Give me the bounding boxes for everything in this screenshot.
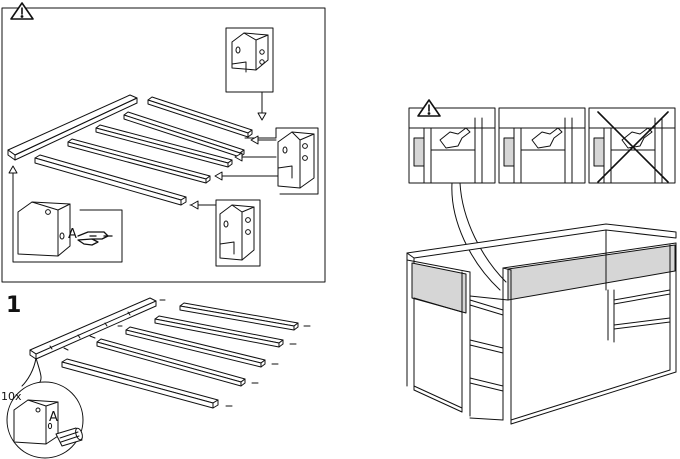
step-number: 1 [6, 293, 22, 318]
arrow-down [257, 91, 267, 121]
warning-frame [1, 7, 326, 283]
slat-2 [123, 111, 245, 158]
step1-slat-4 [96, 338, 259, 387]
comparison-panel-1 [408, 107, 496, 184]
step1-slat-5 [61, 358, 233, 409]
arrows-left [214, 135, 279, 181]
pointing-hand-icon [77, 231, 113, 246]
quantity-label: 10x [1, 390, 22, 403]
comparison-panel-3 [588, 107, 676, 184]
slat-5 [34, 154, 187, 206]
step1-side-rail [29, 297, 157, 360]
detail-box-bottom-right [189, 199, 261, 267]
part-label-bottom: A [49, 410, 58, 425]
part-label-top: A [68, 227, 77, 242]
detail-box-bottom-left [8, 165, 123, 263]
warning-triangle-icon [10, 2, 34, 20]
warning-triangle-icon-right [417, 99, 441, 117]
step1-screws-rail [63, 299, 166, 351]
step1-slat-1 [179, 302, 311, 331]
comparison-panel-2 [498, 107, 586, 184]
detail-box-right [244, 127, 319, 195]
step1-slat-3 [125, 326, 279, 368]
long-side-rail [7, 94, 138, 161]
step1-slat-2 [154, 315, 297, 348]
slat-3 [95, 124, 233, 168]
callout-line [451, 182, 501, 291]
slat-1 [147, 96, 253, 138]
bed-frame [406, 223, 677, 425]
dowel-icon [55, 427, 83, 447]
detail-box-top [225, 27, 274, 93]
slat-4 [67, 138, 211, 184]
